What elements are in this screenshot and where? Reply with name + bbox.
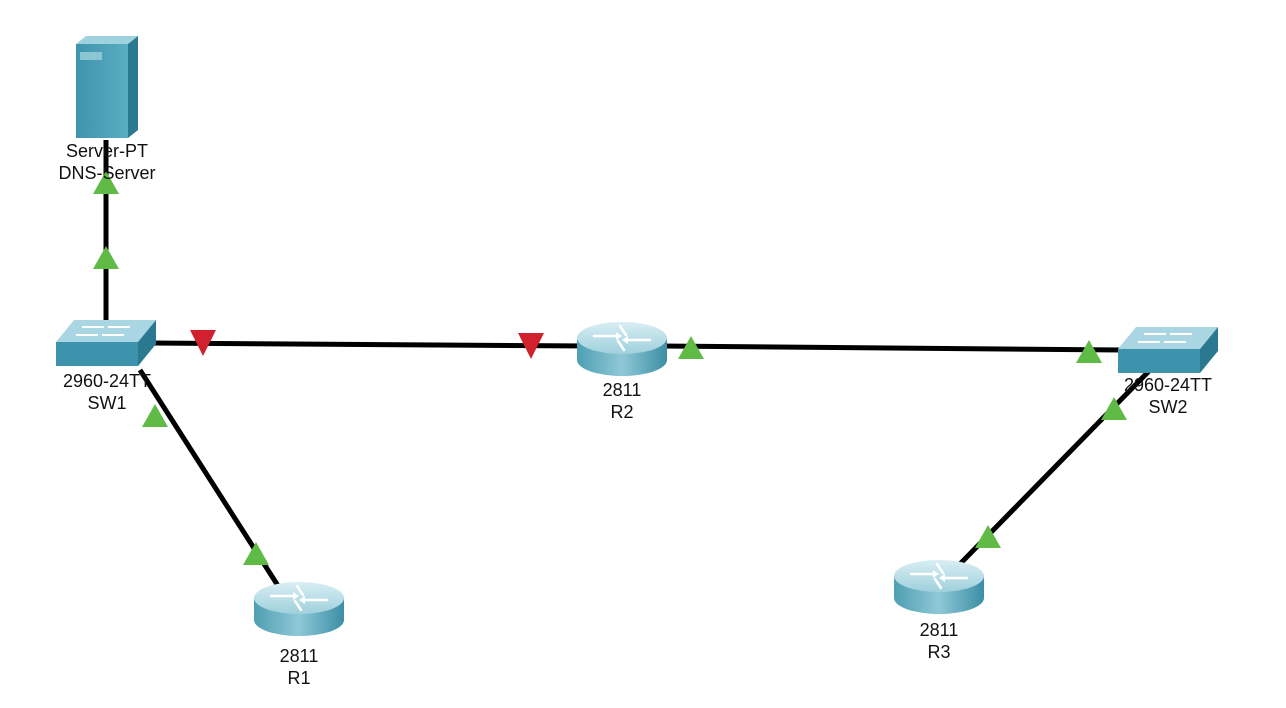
- switch-icon[interactable]: [56, 320, 156, 366]
- link-status-layer: [93, 171, 1127, 565]
- link-up-indicator: [1101, 397, 1127, 420]
- link-down-indicator: [518, 333, 544, 359]
- device-name: R1: [287, 668, 311, 688]
- link-down-indicator: [190, 330, 216, 356]
- link-up-indicator: [975, 525, 1001, 548]
- device-label-sw1: 2960-24TT SW1: [63, 370, 151, 414]
- link-up-indicator: [142, 404, 168, 427]
- device-label-r1: 2811 R1: [280, 645, 319, 689]
- router-icon[interactable]: [577, 322, 667, 376]
- router-icon[interactable]: [254, 582, 344, 636]
- device-label-sw2: 2960-24TT SW2: [1124, 374, 1212, 418]
- router-icon[interactable]: [894, 560, 984, 614]
- device-name: DNS-Server: [58, 163, 156, 183]
- link-up-indicator: [678, 336, 704, 359]
- device-label-dns-server: Server-PT DNS-Server: [58, 140, 155, 184]
- device-model: 2811: [602, 380, 642, 400]
- link-sw1-r2[interactable]: [149, 340, 591, 349]
- link-up-indicator: [93, 171, 119, 194]
- device-name: SW1: [87, 393, 127, 413]
- device-model: 2960-24TT: [62, 371, 152, 391]
- device-label-r2: 2811 R2: [603, 379, 642, 423]
- switch-icon[interactable]: [1118, 327, 1218, 373]
- link-r2-sw2[interactable]: [659, 343, 1123, 353]
- device-name: R2: [610, 402, 634, 422]
- device-model: Server-PT: [65, 141, 149, 161]
- device-label-r3: 2811 R3: [920, 619, 959, 663]
- device-name: SW2: [1148, 397, 1188, 417]
- link-up-indicator: [93, 246, 119, 269]
- device-model: 2811: [919, 620, 959, 640]
- device-name: R3: [927, 642, 951, 662]
- link-up-indicator: [1076, 340, 1102, 363]
- device-model: 2960-24TT: [1123, 375, 1213, 395]
- link-up-indicator: [243, 542, 269, 565]
- server-icon[interactable]: [76, 36, 138, 138]
- device-model: 2811: [279, 646, 319, 666]
